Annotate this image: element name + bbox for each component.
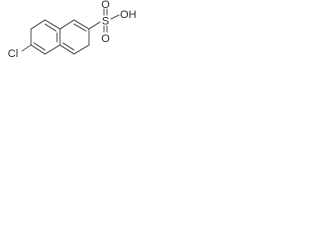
bond: [59, 19, 75, 30]
bond: [73, 19, 90, 30]
bond: [59, 44, 75, 55]
hydroxyl-label: OH: [120, 9, 137, 21]
double-bond-inner: [73, 23, 87, 32]
bond: [73, 44, 90, 55]
chemical-structure-diagram: Cl S O O OH: [8, 0, 137, 60]
oxygen-bottom-atom-label: O: [101, 33, 110, 45]
oxygen-top-atom-label: O: [101, 0, 110, 11]
double-bond-inner: [62, 42, 75, 51]
sulfur-atom-label: S: [102, 16, 109, 28]
bond-sulfur-to-hydroxyl: [110, 14, 120, 20]
double-bond-inner: [33, 42, 46, 51]
bond: [44, 44, 61, 55]
bond: [30, 19, 46, 30]
double-bond-inner: [44, 23, 57, 32]
left-ring: [30, 19, 61, 55]
bond: [44, 19, 61, 30]
right-ring: [59, 19, 90, 55]
bond-to-chlorine: [21, 44, 32, 52]
chlorine-atom-label: Cl: [8, 48, 18, 60]
bond: [30, 44, 46, 55]
bond-to-sulfur: [88, 21, 101, 30]
